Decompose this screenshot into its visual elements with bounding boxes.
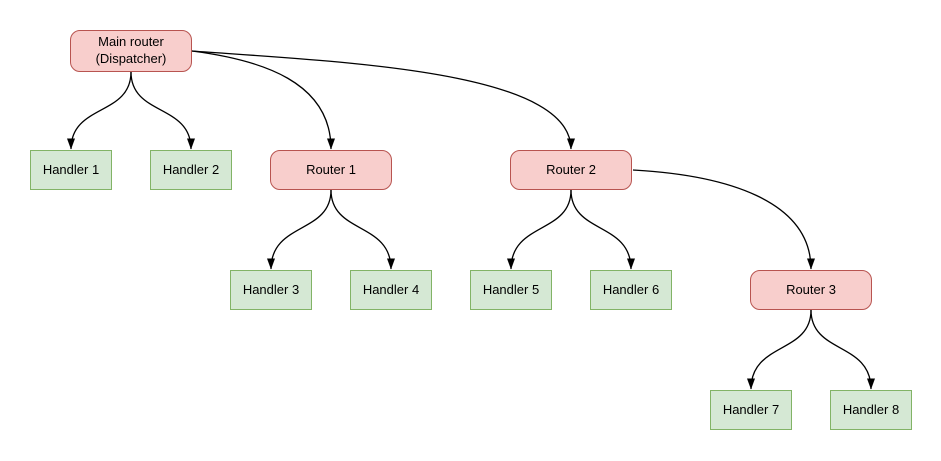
edge-main-router-to-router-1 xyxy=(191,50,335,150)
node-handler-8[interactable]: Handler 8 xyxy=(830,390,912,430)
node-handler-1[interactable]: Handler 1 xyxy=(30,150,112,190)
node-handler-3[interactable]: Handler 3 xyxy=(230,270,312,310)
edge-router-2-to-router-3 xyxy=(632,169,815,270)
node-router-3-label: Router 3 xyxy=(786,281,836,297)
node-handler-4[interactable]: Handler 4 xyxy=(350,270,432,310)
node-router-2-label: Router 2 xyxy=(546,161,596,177)
node-handler-7-label: Handler 7 xyxy=(722,401,780,417)
node-main-router[interactable]: Main router (Dispatcher) xyxy=(70,30,192,72)
edge-router-3-to-handler-7 xyxy=(747,309,812,390)
node-handler-4-label: Handler 4 xyxy=(362,281,420,297)
node-handler-7[interactable]: Handler 7 xyxy=(710,390,792,430)
node-handler-6-label: Handler 6 xyxy=(602,281,660,297)
node-handler-1-label: Handler 1 xyxy=(42,161,100,177)
node-handler-3-label: Handler 3 xyxy=(242,281,300,297)
node-handler-5-label: Handler 5 xyxy=(482,281,540,297)
node-handler-2[interactable]: Handler 2 xyxy=(150,150,232,190)
node-router-2[interactable]: Router 2 xyxy=(510,150,632,190)
node-main-router-label: Main router (Dispatcher) xyxy=(95,34,167,66)
edge-main-router-to-handler-1 xyxy=(67,71,132,150)
node-handler-5[interactable]: Handler 5 xyxy=(470,270,552,310)
edge-main-router-to-handler-2 xyxy=(130,71,195,150)
edge-router-2-to-handler-6 xyxy=(570,189,635,270)
node-handler-2-label: Handler 2 xyxy=(162,161,220,177)
edge-main-router-to-router-2 xyxy=(191,50,575,150)
node-handler-8-label: Handler 8 xyxy=(842,401,900,417)
edge-router-1-to-handler-3 xyxy=(267,189,332,270)
edge-router-1-to-handler-4 xyxy=(330,189,395,270)
node-router-3[interactable]: Router 3 xyxy=(750,270,872,310)
node-router-1-label: Router 1 xyxy=(306,161,356,177)
edge-router-2-to-handler-5 xyxy=(507,189,572,270)
edge-router-3-to-handler-8 xyxy=(810,309,875,390)
node-router-1[interactable]: Router 1 xyxy=(270,150,392,190)
node-handler-6[interactable]: Handler 6 xyxy=(590,270,672,310)
